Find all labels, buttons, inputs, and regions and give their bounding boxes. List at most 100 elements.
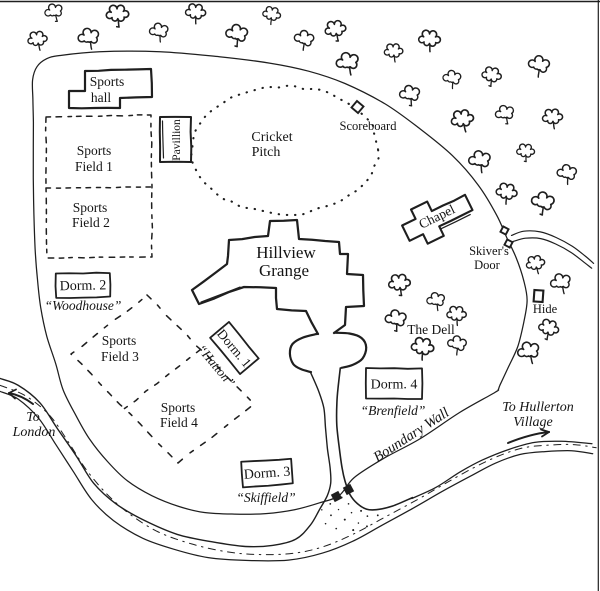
tree-trunk: [408, 97, 413, 107]
tree-icon: [44, 3, 63, 22]
skivers-door-label: Skiver's: [469, 244, 509, 258]
gravel-dot: [335, 527, 338, 530]
trees-layer: [27, 3, 578, 365]
to-london-label: London: [12, 425, 56, 440]
tree-trunk: [456, 347, 459, 356]
tree-icon: [446, 305, 467, 327]
tree-icon: [398, 84, 421, 107]
road-edge: [411, 440, 593, 500]
woodhouse-label: “Woodhouse”: [45, 298, 122, 313]
gravel-dot: [352, 529, 355, 532]
gravel-dot: [357, 522, 360, 524]
to-hullerton-arrow-head: [541, 431, 550, 438]
gravel-dot: [329, 503, 332, 505]
gravel-dot: [321, 509, 323, 511]
hillview-grange-building: [190, 218, 366, 336]
tree-trunk: [566, 176, 569, 186]
tree-icon: [27, 30, 48, 51]
boundary-wall-line: [31, 50, 528, 515]
dorm-4-label: Dorm. 4: [364, 367, 424, 400]
fields-layer: [44, 84, 380, 464]
tree-icon: [538, 318, 560, 341]
to-london-arrow-head: [8, 392, 16, 400]
gate-icon: [330, 490, 343, 503]
markers-layer: [8, 99, 550, 503]
skivers-door-label: Door: [474, 258, 501, 272]
tree-icon: [384, 309, 407, 332]
tree-icon: [388, 273, 412, 297]
skivers-road-edge: [510, 230, 595, 264]
to-hullerton-arrow-shaft: [507, 431, 550, 444]
tree-trunk: [270, 17, 273, 26]
to-london-arrow-head: [8, 388, 17, 394]
tree-icon: [262, 5, 282, 26]
tree-trunk: [37, 42, 41, 51]
hide-icon: [532, 288, 545, 304]
tree-trunk: [393, 54, 396, 63]
tree-icon: [556, 164, 578, 186]
sports-hall-label: hall: [91, 90, 111, 105]
tree-icon: [525, 254, 546, 275]
sports-field-2-label: Field 2: [72, 215, 110, 230]
cricket-pitch-label: Cricket: [251, 130, 292, 145]
skivers-door-icon: [503, 238, 514, 249]
pavilion-detail-line: [161, 120, 165, 159]
tree-trunk: [505, 195, 508, 205]
tree-trunk: [302, 42, 305, 51]
tree-trunk: [523, 154, 527, 163]
tree-icon: [426, 292, 446, 312]
tree-trunk: [436, 303, 439, 312]
gravel-dot: [360, 509, 363, 512]
gate-icon: [342, 483, 355, 496]
tree-trunk: [544, 331, 549, 341]
tree-trunk: [398, 287, 403, 297]
tree-trunk: [539, 206, 544, 216]
gravel-dot: [324, 522, 327, 525]
tree-trunk: [428, 43, 431, 53]
sports-field-divider: [45, 186, 152, 189]
sports-field-3-label: Field 3: [101, 349, 139, 364]
skivers-door-icon: [503, 238, 514, 249]
tree-trunk: [480, 164, 483, 174]
gravel-dot: [365, 525, 368, 528]
dorm-2-text: Dorm. 2: [60, 278, 107, 294]
dorm-3-text: Dorm. 3: [243, 465, 291, 483]
tree-trunk: [529, 355, 534, 365]
tree-trunk: [535, 266, 540, 275]
tree-trunk: [462, 123, 467, 133]
tree-icon: [530, 191, 555, 216]
sports-hall-label: Sports: [90, 74, 125, 89]
tree-icon: [447, 335, 467, 356]
tree-trunk: [505, 116, 509, 125]
hillview-grange-label: Hillview: [256, 243, 316, 262]
tree-trunk: [488, 78, 493, 88]
pavilion-building: [158, 115, 193, 163]
tree-icon: [225, 23, 249, 48]
tree-icon: [442, 69, 462, 90]
to-london-arrow: [8, 388, 34, 405]
tree-icon: [335, 51, 359, 76]
hide-icon: [532, 288, 545, 304]
tree-icon: [495, 182, 518, 205]
tree-icon: [148, 22, 169, 43]
gravel-dot: [343, 518, 346, 521]
tree-icon: [516, 143, 536, 163]
dorm-3-box: [240, 457, 294, 489]
dorm-3-label: Dorm. 3: [240, 457, 294, 489]
tree-trunk: [456, 317, 459, 327]
dorm-2-box: [54, 271, 112, 299]
scoreboard-diamond-icon: [350, 99, 365, 115]
to-london-label: To: [26, 410, 40, 425]
scoreboard-diamond-icon: [350, 99, 365, 115]
tree-icon: [541, 108, 564, 130]
dorm-4-text: Dorm. 4: [371, 377, 418, 392]
tree-trunk: [451, 81, 454, 90]
skivers-door-icon: [499, 225, 510, 236]
gate-icon: [342, 483, 355, 496]
pavilion-label: Pavillion: [171, 119, 183, 161]
gravel-dot: [337, 508, 340, 511]
skivers-door-icon: [499, 225, 510, 236]
to-hullerton-village-label: To Hullerton: [502, 400, 573, 415]
to-hullerton-arrow: [507, 428, 550, 444]
